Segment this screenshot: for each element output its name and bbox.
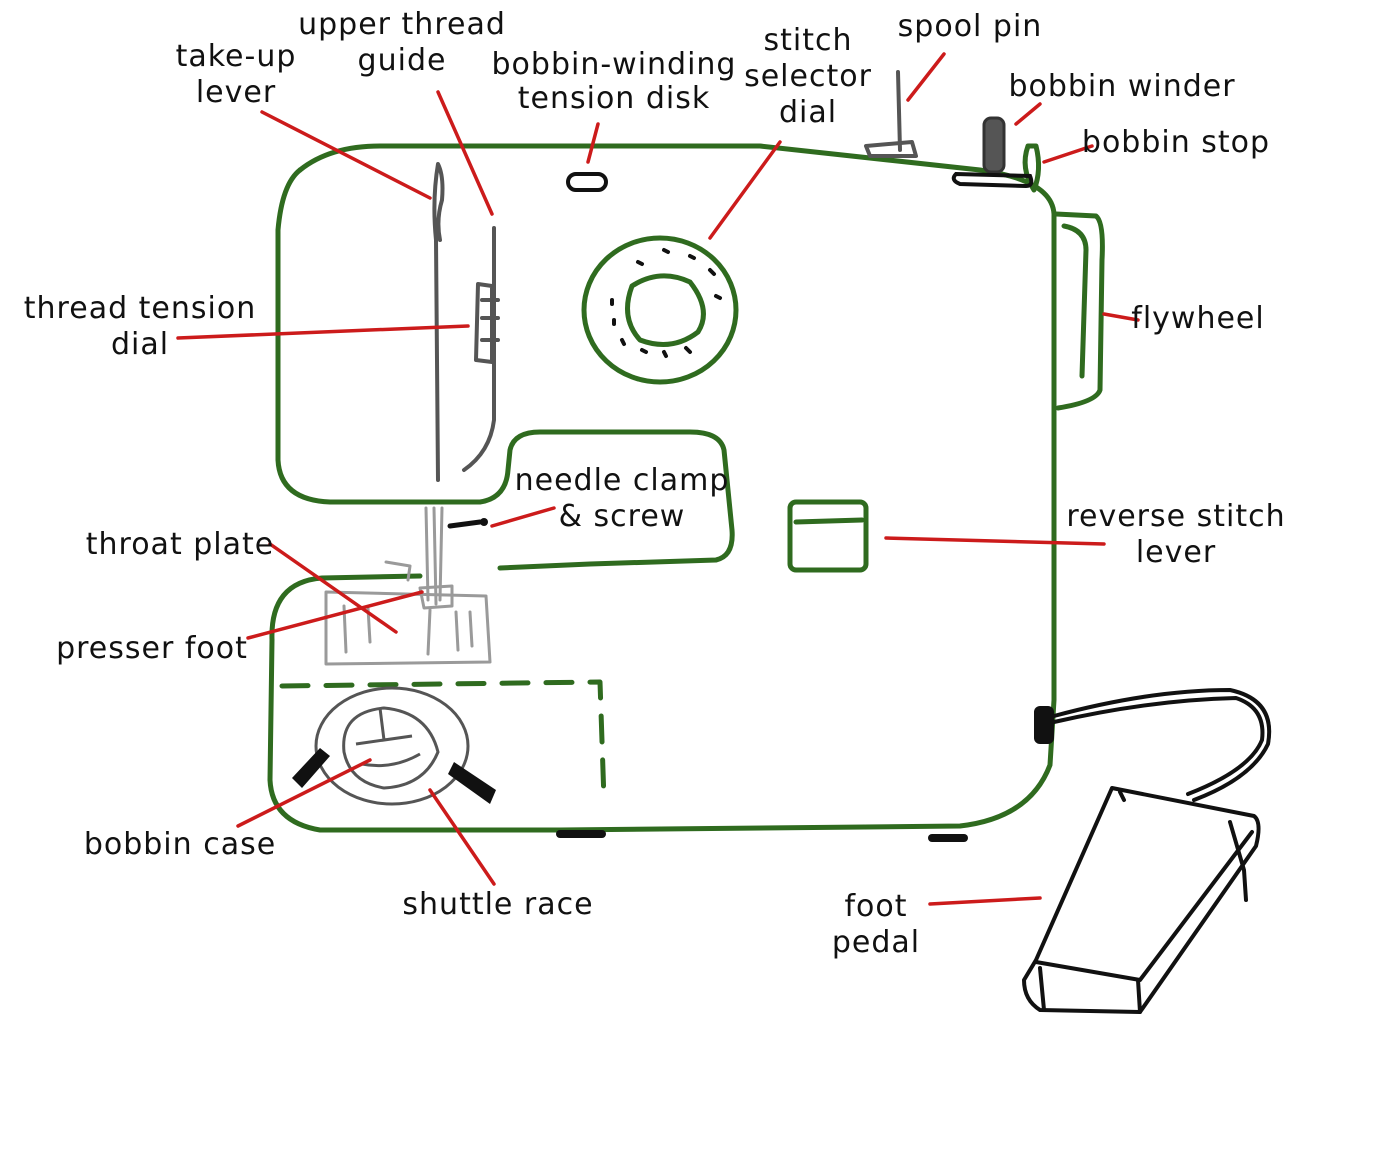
label-bobbin-winding-tension-disk: bobbin-winding bbox=[492, 47, 737, 82]
bobbin-latch-right[interactable] bbox=[448, 762, 496, 804]
presser-foot-part bbox=[384, 560, 454, 610]
label-bobbin-winding-tension-disk-2: tension disk bbox=[518, 81, 710, 116]
throat-plate-part bbox=[324, 590, 492, 666]
machine-feet bbox=[556, 706, 1054, 842]
foot-pedal-part[interactable] bbox=[1022, 786, 1261, 1014]
shuttle-race-part bbox=[314, 686, 470, 806]
bobbin-winder-part[interactable] bbox=[951, 116, 1034, 189]
leader-thread-tension bbox=[176, 324, 470, 340]
needle-assembly bbox=[424, 506, 488, 606]
label-flywheel: flywheel bbox=[1131, 301, 1264, 336]
leader-spool-pin bbox=[906, 52, 946, 102]
label-thread-tension-dial-2: dial bbox=[111, 327, 169, 362]
leader-bobbin-winder bbox=[1014, 102, 1042, 126]
spool-pin-part bbox=[864, 70, 918, 158]
label-reverse-stitch-lever: reverse stitch bbox=[1066, 499, 1285, 534]
label-stitch-selector-dial-3: dial bbox=[779, 95, 837, 130]
label-throat-plate: throat plate bbox=[86, 527, 274, 562]
label-upper-thread-guide-2: guide bbox=[358, 43, 447, 78]
label-stitch-selector-dial-2: selector bbox=[744, 59, 872, 94]
leader-bobbin-stop bbox=[1042, 144, 1094, 164]
upper-thread-guide-part bbox=[462, 226, 496, 472]
label-upper-thread-guide: upper thread bbox=[298, 7, 506, 42]
labels: take-up lever upper thread guide bobbin-… bbox=[24, 7, 1285, 960]
label-take-up-lever: take-up bbox=[176, 39, 297, 74]
leader-throat-plate bbox=[268, 542, 398, 634]
label-foot-pedal-2: pedal bbox=[832, 925, 920, 960]
power-cord bbox=[1052, 688, 1272, 802]
leader-foot-pedal bbox=[928, 896, 1042, 906]
stitch-selector-dial[interactable] bbox=[581, 235, 739, 385]
label-foot-pedal: foot bbox=[844, 889, 907, 924]
leader-bobbin-tension-disk bbox=[586, 122, 600, 164]
machine-body bbox=[267, 143, 1105, 833]
take-up-lever-part bbox=[432, 162, 445, 482]
label-presser-foot: presser foot bbox=[56, 631, 248, 666]
label-needle-clamp-2: & screw bbox=[559, 499, 686, 534]
bobbin-winding-tension-disk-part[interactable] bbox=[566, 172, 608, 192]
bobbin-case-part bbox=[342, 706, 440, 790]
leader-stitch-selector bbox=[708, 140, 782, 240]
label-thread-tension-dial: thread tension bbox=[24, 291, 256, 326]
label-spool-pin: spool pin bbox=[898, 9, 1043, 44]
label-bobbin-stop: bobbin stop bbox=[1082, 125, 1270, 160]
label-reverse-stitch-lever-2: lever bbox=[1136, 535, 1216, 570]
leader-upper-thread-guide bbox=[436, 90, 494, 216]
label-stitch-selector-dial: stitch bbox=[764, 23, 853, 58]
leader-bobbin-case bbox=[236, 758, 372, 828]
leader-take-up-lever bbox=[260, 110, 432, 200]
leader-reverse-stitch bbox=[884, 536, 1106, 546]
leader-flywheel bbox=[1102, 312, 1140, 322]
label-bobbin-case: bobbin case bbox=[84, 827, 276, 862]
leader-needle-clamp bbox=[490, 506, 556, 528]
label-needle-clamp: needle clamp bbox=[515, 463, 730, 498]
leader-presser-foot bbox=[246, 590, 424, 640]
label-bobbin-winder: bobbin winder bbox=[1008, 69, 1235, 104]
leader-shuttle-race bbox=[428, 788, 496, 886]
leader-lines bbox=[176, 52, 1140, 906]
bobbin-latch-left[interactable] bbox=[292, 748, 330, 788]
label-shuttle-race: shuttle race bbox=[402, 887, 593, 922]
thread-tension-dial-part[interactable] bbox=[474, 282, 500, 364]
label-take-up-lever-2: lever bbox=[196, 75, 276, 110]
